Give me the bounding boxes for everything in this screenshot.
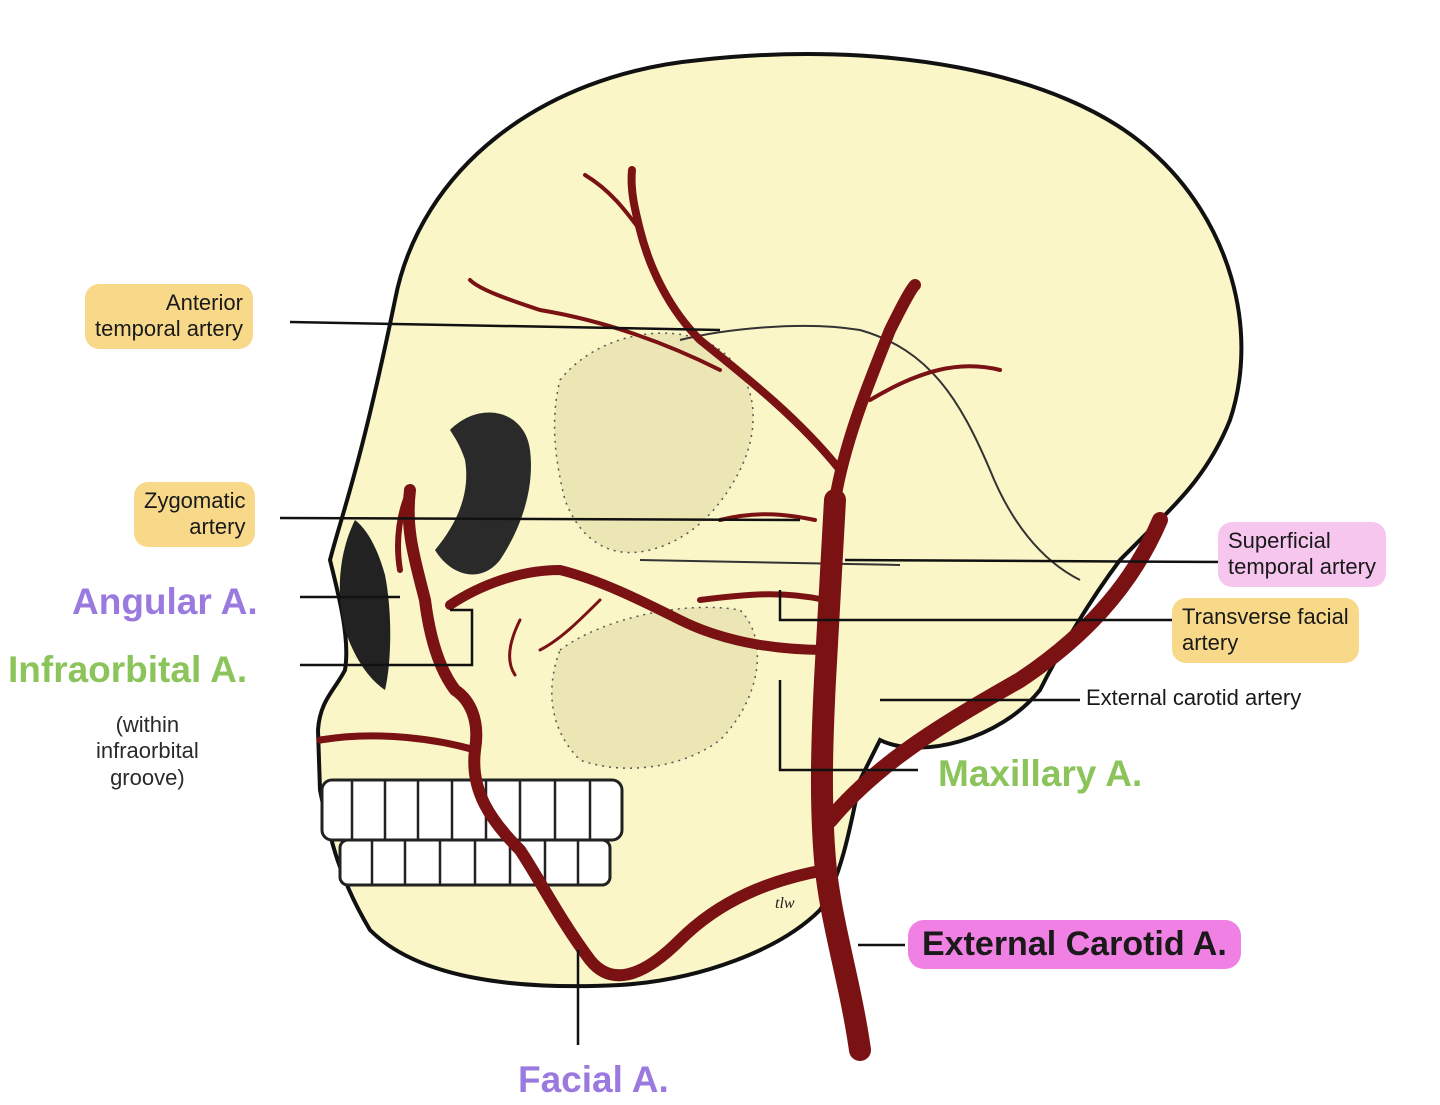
leader-anterior-temporal [289, 320, 721, 332]
label-superficial-temporal-line2: temporal artery [1228, 554, 1376, 580]
label-anterior-temporal-line2: temporal artery [95, 316, 243, 342]
leader-zygomatic [279, 516, 801, 522]
facial-artery [402, 484, 831, 982]
maxillary-artery [445, 565, 830, 655]
teeth-upper [320, 778, 624, 842]
labial-branch [316, 732, 479, 754]
label-external-carotid-a: External Carotid A. [908, 920, 1241, 969]
label-zygomatic-line1: Zygomatic [144, 488, 246, 513]
signature: tlw [775, 895, 795, 912]
frontal-branch [627, 166, 844, 474]
label-zygomatic-line2: artery [189, 514, 246, 540]
label-zygomatic-artery: Zygomatic artery [134, 482, 256, 547]
arteries [316, 166, 1168, 1061]
coronoid-region [551, 606, 759, 769]
label-transverse-facial-artery: Transverse facial artery [1172, 598, 1359, 663]
label-maxillary-a: Maxillary A. [938, 753, 1143, 794]
zygomatic-twig [718, 512, 817, 522]
label-infraorbital-note: (within infraorbital groove) [96, 712, 199, 791]
anterior-temporal-twig [468, 278, 722, 372]
angular-artery [395, 487, 413, 573]
leader-maxillary [778, 680, 918, 772]
label-infraorbital-a: Infraorbital A. [8, 649, 248, 690]
transverse-facial [697, 591, 828, 603]
label-superficial-temporal-artery: Superficial temporal artery [1218, 522, 1386, 587]
note-line3: groove) [110, 764, 185, 790]
note-line1: (within [115, 712, 180, 737]
orbit [435, 412, 531, 575]
leader-infraorbital [300, 608, 474, 667]
leader-lines [279, 320, 1226, 1045]
label-superficial-temporal-line1: Superficial [1228, 528, 1331, 553]
nasal-cavity [339, 520, 391, 690]
note-line2: infraorbital [96, 738, 199, 764]
zygomatic-arch [639, 559, 901, 566]
label-anterior-temporal-line1: Anterior [165, 290, 243, 315]
leader-transverse-facial [778, 590, 1185, 622]
label-transverse-facial-line2: artery [1182, 630, 1239, 656]
teeth-lower [338, 838, 612, 887]
label-external-carotid-artery: External carotid artery [1086, 685, 1302, 710]
label-anterior-temporal-artery: Anterior temporal artery [85, 284, 253, 349]
parietal-branch [868, 364, 1002, 402]
coronal-suture [679, 324, 1081, 581]
label-angular-a: Angular A. [72, 581, 258, 622]
superficial-temporal-trunk [829, 279, 921, 506]
frontal-branch-twig [583, 173, 642, 232]
cheek-twigs [508, 598, 602, 677]
label-transverse-facial-line1: Transverse facial [1182, 604, 1349, 629]
label-facial-a: Facial A. [518, 1059, 669, 1100]
leader-superficial-temporal [844, 558, 1226, 564]
temporal-fossa [553, 332, 754, 554]
